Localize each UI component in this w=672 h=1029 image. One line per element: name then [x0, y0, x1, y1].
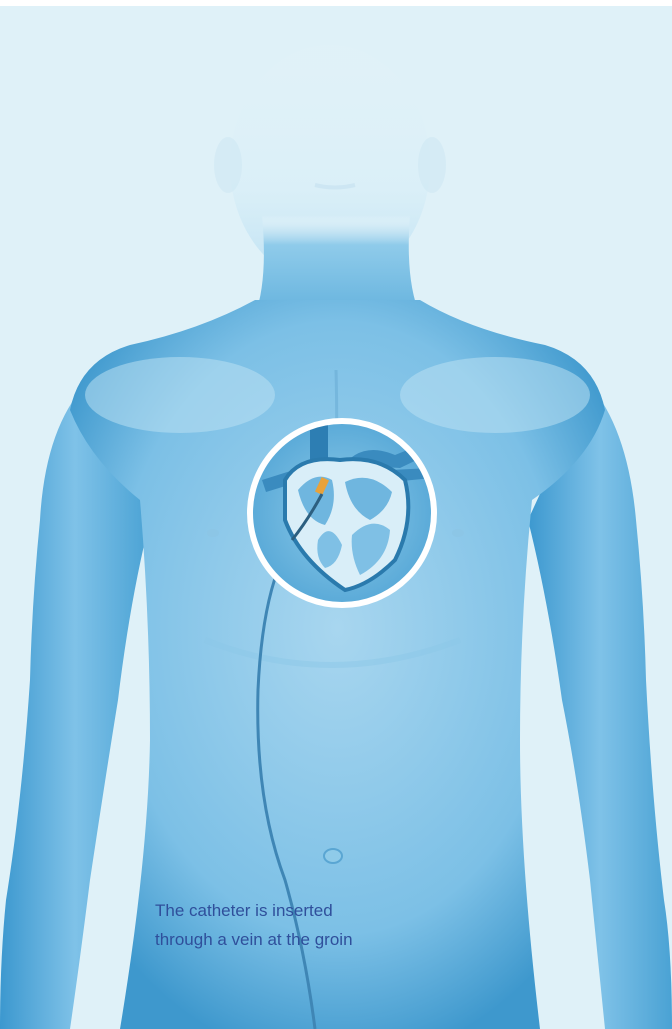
heart-inset — [250, 415, 434, 605]
caption-line-1: The catheter is inserted — [155, 896, 475, 925]
caption: The catheter is inserted through a vein … — [155, 896, 475, 954]
caption-line-2: through a vein at the groin — [155, 925, 475, 954]
